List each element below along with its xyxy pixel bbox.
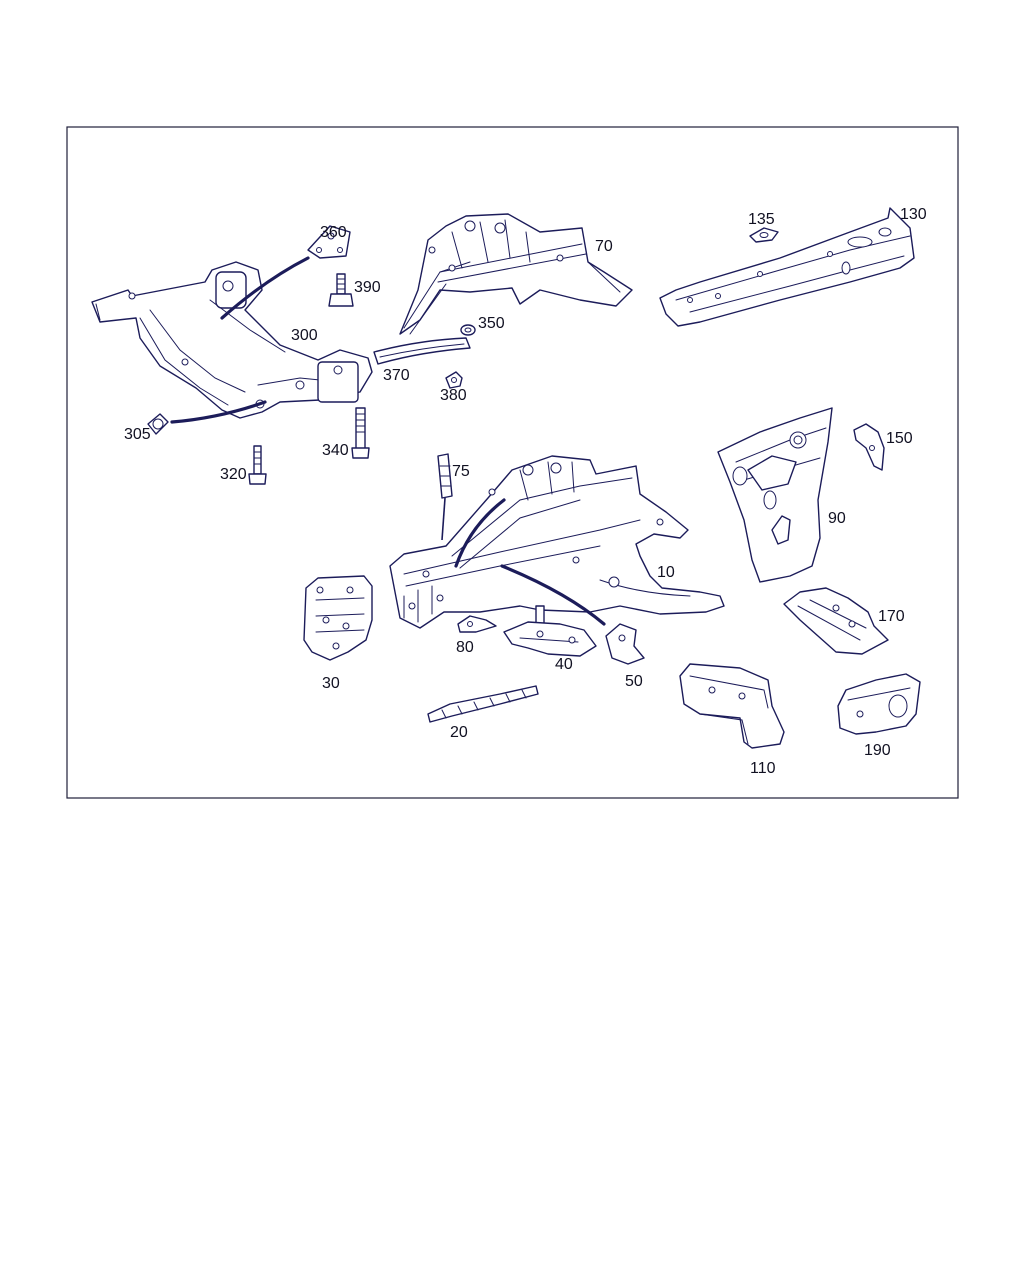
part-90-panel [717,407,833,583]
part-135-grommet [749,227,779,243]
callout-350: 350 [478,315,505,332]
callout-360: 360 [320,224,347,241]
callout-40: 40 [555,656,573,673]
part-340-bolt [351,407,370,459]
part-170-member [783,587,889,655]
diagram-frame [66,126,959,799]
part-20-strip [427,685,539,723]
callout-75: 75 [452,463,470,480]
part-110-tray [679,663,785,749]
part-70-wheelhouse-assembly [399,213,633,335]
callout-190: 190 [864,742,891,759]
leader-360 [220,256,310,320]
callout-135: 135 [748,211,775,228]
callout-380: 380 [440,387,467,404]
part-80-bracket [457,615,497,633]
part-150-bracket [853,423,885,471]
callout-170: 170 [878,608,905,625]
part-305-bolt [147,413,169,435]
part-300-subframe [91,261,373,419]
callout-80: 80 [456,639,474,656]
part-40-bracket [503,621,597,657]
callout-50: 50 [625,673,643,690]
callout-10: 10 [657,564,675,581]
part-390-bolt [328,273,354,307]
callout-30: 30 [322,675,340,692]
callout-305: 305 [124,426,151,443]
callout-70: 70 [595,238,613,255]
part-30-panel [303,575,373,661]
callout-390: 390 [354,279,381,296]
callout-20: 20 [450,724,468,741]
leader-80 [500,564,606,626]
callout-150: 150 [886,430,913,447]
callout-320: 320 [220,466,247,483]
callout-300: 300 [291,327,318,344]
leader-75 [441,497,446,541]
callout-340: 340 [322,442,349,459]
part-130-rail [659,207,915,327]
callout-90: 90 [828,510,846,527]
part-10-longitudinal-member [389,455,725,629]
part-50-bracket [605,623,645,665]
callout-370: 370 [383,367,410,384]
part-320-bolt [248,445,267,485]
callout-110: 110 [750,760,776,777]
part-75-bracket [437,453,453,499]
part-350-washer [460,324,476,336]
leader-10 [454,498,506,568]
part-370-bracket [373,337,471,365]
part-360-plate [307,225,351,259]
leader-305 [170,400,267,424]
callout-130: 130 [900,206,927,223]
part-380-nut [445,371,463,389]
part-190-bracket [837,673,921,735]
